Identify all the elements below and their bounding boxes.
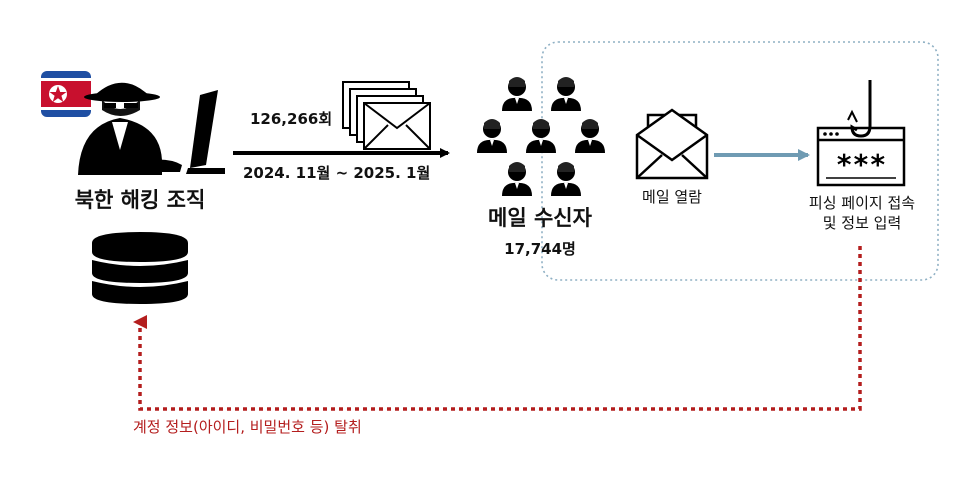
envelope-stack-icon xyxy=(342,81,431,150)
north-korea-flag-icon xyxy=(41,71,91,117)
recipient-label: 메일 수신자 xyxy=(488,206,592,230)
database-icon xyxy=(92,232,188,304)
period-label: 2024. 11월 ~ 2025. 1월 xyxy=(243,164,431,182)
mail-open-label: 메일 열람 xyxy=(642,188,702,206)
hacker-icon xyxy=(78,82,225,175)
email-count-label: 126,266회 xyxy=(250,110,333,128)
stolen-data-path xyxy=(133,246,862,411)
phishing-label-line2: 및 정보 입력 xyxy=(822,214,902,232)
phishing-label-line1: 피싱 페이지 접속 xyxy=(808,194,916,212)
open-envelope-icon xyxy=(635,108,709,180)
people-icon xyxy=(477,77,605,196)
stolen-info-label: 계정 정보(아이디, 비밀번호 등) 탈취 xyxy=(133,418,362,436)
hacker-group-label: 북한 해킹 조직 xyxy=(74,188,206,212)
phishing-page-icon: *** xyxy=(816,80,906,187)
svg-text:***: *** xyxy=(836,148,887,181)
recipient-flow-box xyxy=(541,41,939,281)
recipient-count: 17,744명 xyxy=(504,240,576,258)
